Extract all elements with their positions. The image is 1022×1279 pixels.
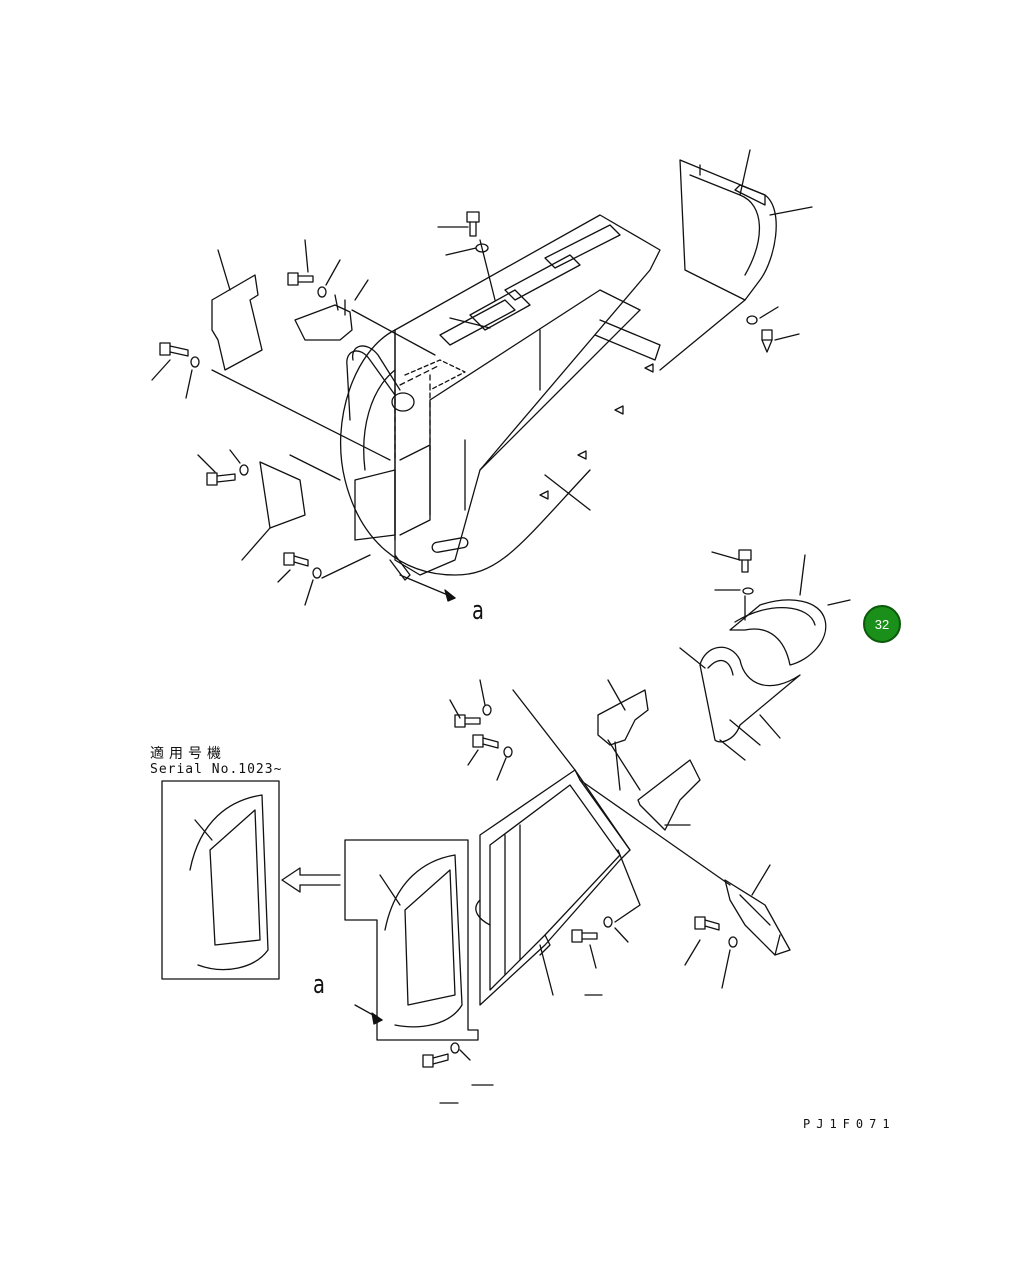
small-plate-center (597, 679, 701, 831)
replacement-arrow (281, 867, 341, 893)
inset-panel-current (344, 839, 479, 1041)
end-cap-upper (659, 149, 813, 371)
fan-shroud-lower (679, 646, 801, 761)
drawing-code: PJ1F071 (803, 1117, 896, 1131)
upper-cover-assembly (339, 214, 661, 581)
inset-panel-serial (161, 780, 280, 980)
bolts-lower (422, 679, 738, 1104)
callout-a-lower: a (312, 970, 325, 1000)
callout-a-upper: a (471, 596, 484, 626)
serial-heading-jp: 適用号機 (150, 746, 226, 762)
serial-range-label: Serial No.1023~ (150, 762, 283, 777)
bolts-upper (151, 211, 800, 606)
page-number-badge[interactable]: 32 (863, 605, 901, 643)
fan-shroud-upper (711, 549, 851, 666)
bracket-lower-right (724, 864, 791, 956)
bracket-upper (294, 279, 436, 356)
cover-plate-front (241, 454, 341, 561)
side-plate-upper-left (211, 249, 391, 461)
lower-frame-assembly (475, 689, 731, 1006)
